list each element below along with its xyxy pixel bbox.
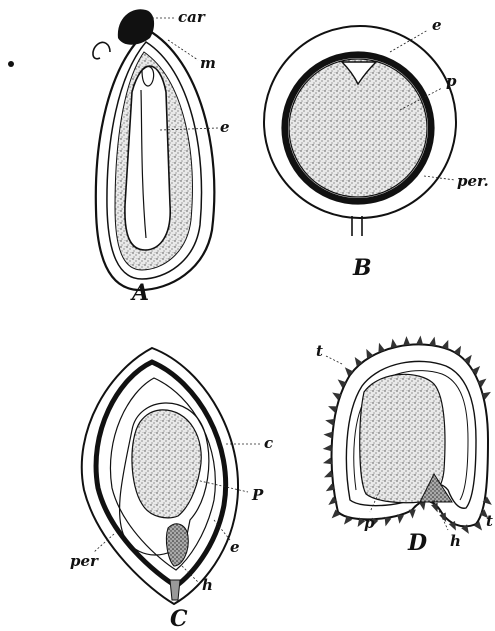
- figure-b-caption: B: [352, 255, 372, 281]
- figure-b-label-per: per.: [457, 172, 489, 190]
- figure-d-spine: [366, 349, 373, 359]
- figure-c-base: [170, 580, 180, 600]
- figure-d-spine: [454, 346, 461, 356]
- figure-d-spine: [325, 419, 335, 426]
- figure-d: t t p h D: [316, 335, 493, 556]
- figure-c-label-e: e: [230, 538, 240, 556]
- figure-d-spine: [431, 503, 438, 513]
- figure-b-label-e: e: [432, 16, 442, 34]
- figure-d-spine: [464, 355, 472, 364]
- figure-a-caption: A: [130, 280, 149, 306]
- figure-d-spine: [323, 444, 332, 451]
- figure-c-label-c: c: [264, 434, 273, 452]
- figure-d-spine: [391, 339, 398, 348]
- figure-d-t-top-leader: [326, 356, 342, 364]
- stray-mark: [8, 61, 14, 67]
- figure-d-spine: [338, 379, 347, 387]
- figure-a-micropyle-tip: [93, 42, 110, 58]
- figure-d-spine: [416, 335, 423, 344]
- figure-a-label-car: car: [178, 8, 206, 26]
- figure-c-label-p: P: [251, 486, 264, 504]
- figure-d-spine: [439, 512, 446, 522]
- figure-d-label-t-right: t: [486, 512, 493, 530]
- figure-d-label-t-top: t: [316, 342, 323, 360]
- figure-d-spine: [397, 514, 404, 523]
- figure-c-per-leader: [94, 534, 114, 552]
- figure-a-label-e: e: [220, 118, 230, 136]
- figure-b: e p per. B: [264, 16, 489, 281]
- figure-d-spine: [332, 510, 341, 519]
- figure-a-caruncle: [118, 9, 154, 45]
- figure-d-spine: [345, 367, 354, 376]
- figure-c-label-h: h: [202, 576, 213, 594]
- figure-d-spine: [474, 521, 482, 530]
- figure-c-endosperm: [132, 410, 201, 518]
- figure-d-label-p: p: [364, 514, 375, 532]
- figure-d-label-h: h: [450, 532, 461, 550]
- figure-d-caption: D: [407, 530, 427, 556]
- figure-c-p-leader: [196, 480, 248, 492]
- figure-d-spine: [403, 336, 410, 345]
- figure-c-caption: C: [170, 606, 188, 631]
- figure-a: car m e A: [93, 8, 230, 306]
- figure-c-hilum: [166, 524, 188, 566]
- figure-d-h-leader: [434, 500, 448, 530]
- figure-c-label-per: per: [70, 552, 99, 570]
- figure-c: c P e per h C: [70, 348, 273, 631]
- figure-b-label-p: p: [446, 72, 457, 90]
- figure-a-label-m: m: [200, 54, 216, 72]
- figure-d-spine: [323, 432, 332, 439]
- figure-b-stalk: [352, 216, 362, 236]
- figure-d-spine: [471, 366, 480, 375]
- figure-a-embryo: [125, 66, 170, 250]
- figure-d-spine: [429, 337, 436, 347]
- figure-d-spine: [409, 510, 416, 519]
